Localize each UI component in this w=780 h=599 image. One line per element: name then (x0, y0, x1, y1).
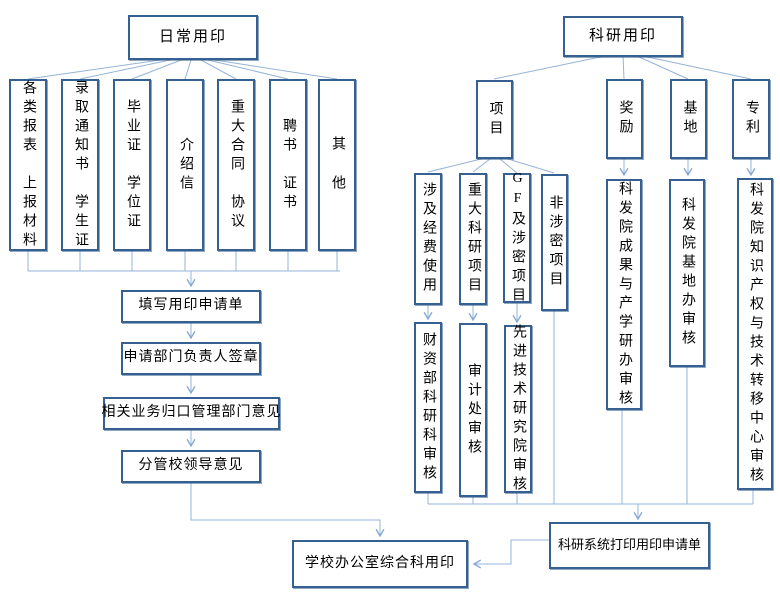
node-category-award: 奖励 (606, 79, 643, 159)
node-daily-child-appointment: 聘书 证书 (269, 79, 307, 251)
node-daily-child-introduction: 介绍信 (166, 79, 204, 251)
node-step-managing-dept-opinion: 相关业务归口管理部门意见 (102, 397, 281, 430)
node-category-project: 项目 (476, 80, 513, 159)
node-type-funding: 涉及经费使用 (414, 173, 442, 305)
node-research-root: 科研用印 (563, 16, 683, 57)
node-final-seal-office: 学校办公室综合科用印 (292, 540, 468, 588)
node-daily-root: 日常用印 (128, 15, 258, 60)
node-review-achievements: 科发院成果与产学研办审核 (606, 179, 642, 410)
node-daily-child-admission: 录取通知书 学生证 (61, 79, 99, 251)
node-category-base: 基地 (670, 79, 707, 159)
node-type-non-classified: 非涉密项目 (541, 174, 568, 311)
node-daily-child-reports: 各类报表 上报材料 (9, 79, 47, 251)
node-review-ip-transfer: 科发院知识产权与技术转移中心审核 (737, 178, 773, 490)
node-type-gf-classified: GF及涉密项目 (503, 171, 531, 306)
node-research-print-form: 科研系统打印用印申请单 (549, 522, 710, 569)
node-review-audit: 审计处审核 (459, 323, 487, 497)
node-daily-child-contract: 重大合同 协议 (217, 79, 255, 251)
node-review-base-office: 科发院基地办审核 (669, 179, 705, 367)
node-review-advanced-tech: 先进技术研究院审核 (504, 324, 532, 495)
node-daily-child-other: 其 他 (318, 79, 356, 251)
node-step-dept-head-sign: 申请部门负责人签章 (121, 342, 261, 375)
node-review-finance: 财资部科研科审核 (414, 322, 442, 493)
node-step-fill-form: 填写用印申请单 (121, 290, 261, 323)
node-category-patent: 专利 (732, 79, 770, 159)
node-type-major-project: 重大科研项目 (459, 173, 487, 305)
node-step-school-leader-opinion: 分管校领导意见 (121, 450, 261, 483)
node-daily-child-diploma: 毕业证 学位证 (113, 79, 151, 251)
